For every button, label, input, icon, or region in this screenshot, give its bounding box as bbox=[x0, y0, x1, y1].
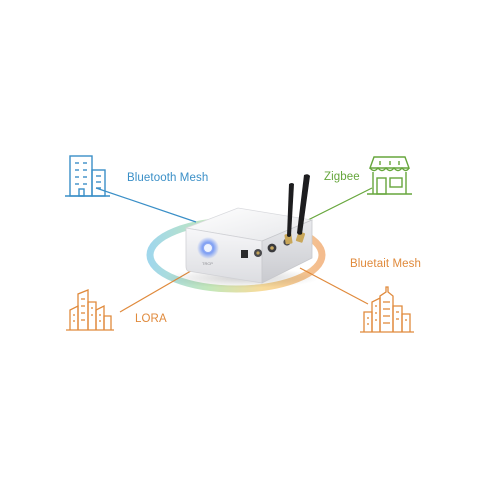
label-lora: LORA bbox=[135, 313, 167, 325]
ethernet-port bbox=[241, 250, 248, 258]
office-building-icon bbox=[65, 155, 110, 197]
city-skyline-icon-right bbox=[360, 286, 414, 333]
label-zigbee: Zigbee bbox=[324, 171, 360, 183]
gateway-device: TRCP bbox=[184, 174, 314, 284]
antenna-right bbox=[295, 174, 310, 243]
city-skyline-icon-left bbox=[66, 289, 114, 331]
status-led bbox=[203, 243, 213, 253]
storefront-icon bbox=[367, 156, 412, 195]
connector-line-bluetooth bbox=[95, 187, 197, 223]
label-bluetooth-mesh: Bluetooth Mesh bbox=[127, 172, 209, 184]
device-brand-label: TRCP bbox=[202, 261, 213, 266]
label-bluetait-mesh: Bluetait Mesh bbox=[350, 258, 421, 270]
antenna-left bbox=[284, 183, 294, 245]
